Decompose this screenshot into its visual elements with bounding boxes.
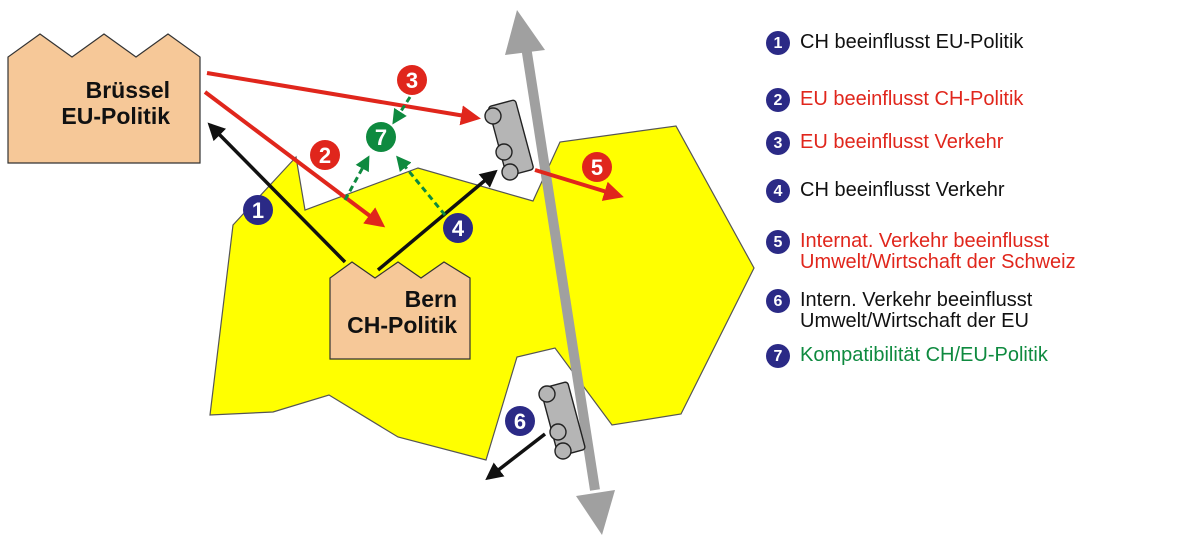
- legend-text: CH beeinflusst EU-Politik: [800, 32, 1023, 53]
- legend-text: Kompatibilität CH/EU-Politik: [800, 345, 1048, 366]
- transit-corridor-arrow: [505, 10, 615, 535]
- legend-text-line: Intern. Verkehr beeinflusst: [800, 289, 1033, 311]
- legend-number-badge: 2: [766, 88, 790, 112]
- svg-text:1: 1: [252, 198, 264, 223]
- bern-building: Bern CH-Politik: [329, 261, 471, 360]
- marker-6: 6: [505, 406, 535, 436]
- legend-text-line: EU beeinflusst Verkehr: [800, 131, 1004, 153]
- legend-text-line: EU beeinflusst CH-Politik: [800, 88, 1024, 110]
- legend-text: CH beeinflusst Verkehr: [800, 180, 1005, 201]
- legend-text-line: Umwelt/Wirtschaft der Schweiz: [800, 251, 1076, 273]
- legend-text-line: CH beeinflusst Verkehr: [800, 179, 1005, 201]
- legend-number-badge: 1: [766, 31, 790, 55]
- legend-number-badge: 6: [766, 289, 790, 313]
- arrow-2-eu-to-ch: [203, 90, 386, 228]
- legend-text-line: Internat. Verkehr beeinflusst: [800, 230, 1050, 252]
- legend-text-line: CH beeinflusst EU-Politik: [800, 31, 1024, 53]
- marker-2: 2: [310, 140, 340, 170]
- legend-text-line: Kompatibilität CH/EU-Politik: [800, 344, 1048, 366]
- legend-item-2: 2 EU beeinflusst CH-Politik: [766, 88, 1023, 112]
- svg-text:3: 3: [406, 68, 418, 93]
- svg-text:4: 4: [452, 216, 465, 241]
- bruessel-building: Brüssel EU-Politik: [7, 33, 201, 164]
- svg-text:6: 6: [514, 409, 526, 434]
- marker-3: 3: [397, 65, 427, 95]
- bruessel-label-line2: EU-Politik: [61, 103, 170, 129]
- marker-5: 5: [582, 152, 612, 182]
- legend-text: EU beeinflusst Verkehr: [800, 132, 1003, 153]
- legend-number-badge: 7: [766, 344, 790, 368]
- legend-item-4: 4 CH beeinflusst Verkehr: [766, 179, 1005, 203]
- legend-text-line: Umwelt/Wirtschaft der EU: [800, 310, 1029, 332]
- marker-4: 4: [443, 213, 473, 243]
- switzerland-area: [209, 125, 755, 461]
- marker-1: 1: [243, 195, 273, 225]
- arrow-6-traffic-to-eu: [485, 432, 547, 481]
- arrow-1-ch-to-eu: [207, 122, 347, 264]
- arrow-3-eu-to-traffic: [206, 71, 481, 126]
- legend-number-badge: 3: [766, 131, 790, 155]
- marker-7: 7: [366, 122, 396, 152]
- legend-item-7: 7 Kompatibilität CH/EU-Politik: [766, 344, 1048, 368]
- svg-text:2: 2: [319, 143, 331, 168]
- legend-item-3: 3 EU beeinflusst Verkehr: [766, 131, 1003, 155]
- bruessel-label-line1: Brüssel: [86, 77, 170, 103]
- truck-lower-icon: [538, 381, 586, 460]
- arrow-5-traffic-to-ch: [534, 168, 624, 201]
- legend-text: EU beeinflusst CH-Politik: [800, 89, 1023, 110]
- svg-text:5: 5: [591, 155, 603, 180]
- compatibility-arrows: [343, 96, 447, 216]
- arrow-4-ch-to-traffic: [376, 169, 498, 272]
- bern-label-line1: Bern: [405, 286, 457, 312]
- legend-item-1: 1 CH beeinflusst EU-Politik: [766, 31, 1023, 55]
- legend-number-badge: 5: [766, 230, 790, 254]
- truck-upper-icon: [484, 99, 534, 181]
- legend-number-badge: 4: [766, 179, 790, 203]
- bern-label-line2: CH-Politik: [347, 312, 457, 338]
- svg-text:7: 7: [375, 125, 387, 150]
